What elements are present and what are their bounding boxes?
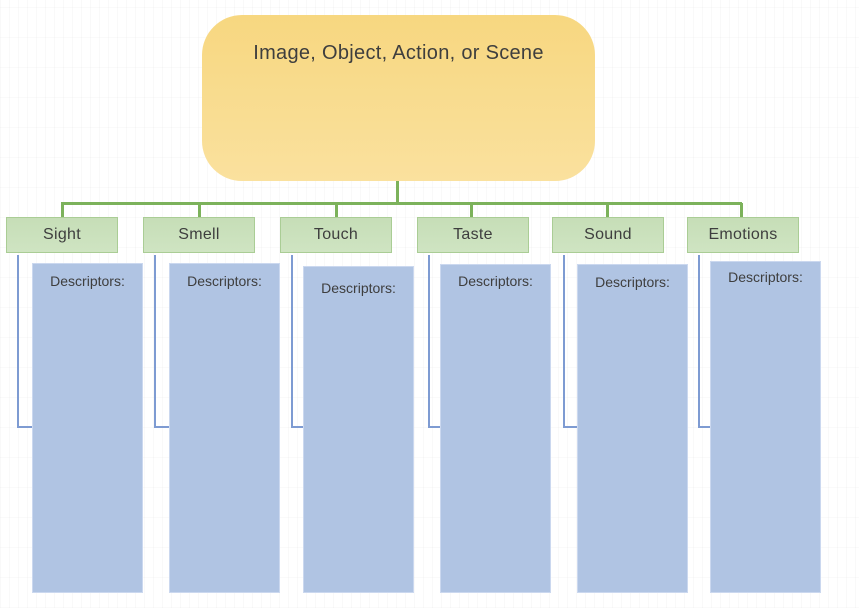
connector-rail-line [61, 202, 742, 205]
category-label-taste: Taste [453, 226, 493, 243]
category-box-sight: Sight [6, 217, 118, 253]
root-topic-label: Image, Object, Action, or Scene [253, 42, 544, 64]
descriptor-heading-sound: Descriptors: [595, 274, 670, 290]
category-label-smell: Smell [178, 226, 220, 243]
connector-drop-taste [470, 203, 473, 218]
descriptor-heading-touch: Descriptors: [321, 280, 396, 296]
descriptor-box-taste[interactable]: Descriptors: [440, 264, 551, 593]
connector-drop-emotions [740, 203, 743, 218]
category-box-taste: Taste [417, 217, 529, 253]
descriptor-box-smell[interactable]: Descriptors: [169, 263, 280, 593]
descriptor-heading-emotions: Descriptors: [728, 269, 803, 285]
connector-drop-sound [606, 203, 609, 218]
connector-elbow-touch [291, 255, 303, 428]
descriptor-box-sound[interactable]: Descriptors: [577, 264, 688, 593]
category-box-emotions: Emotions [687, 217, 799, 253]
connector-elbow-sight [17, 255, 32, 428]
descriptor-heading-smell: Descriptors: [187, 273, 262, 289]
category-label-emotions: Emotions [708, 226, 778, 243]
descriptor-heading-taste: Descriptors: [458, 273, 533, 289]
connector-elbow-taste [428, 255, 440, 428]
connector-drop-smell [198, 203, 201, 218]
connector-elbow-smell [154, 255, 169, 428]
connector-drop-touch [335, 203, 338, 218]
connector-trunk-line [396, 181, 399, 203]
category-box-sound: Sound [552, 217, 664, 253]
root-topic-box[interactable]: Image, Object, Action, or Scene [202, 15, 595, 181]
connector-elbow-emotions [698, 255, 710, 428]
descriptor-heading-sight: Descriptors: [50, 273, 125, 289]
category-label-sound: Sound [584, 226, 632, 243]
descriptor-box-emotions[interactable]: Descriptors: [710, 261, 821, 593]
connector-drop-sight [61, 203, 64, 218]
category-box-smell: Smell [143, 217, 255, 253]
category-box-touch: Touch [280, 217, 392, 253]
descriptor-box-sight[interactable]: Descriptors: [32, 263, 143, 593]
descriptor-box-touch[interactable]: Descriptors: [303, 266, 414, 593]
category-label-touch: Touch [313, 226, 359, 243]
category-label-sight: Sight [43, 226, 81, 243]
connector-elbow-sound [563, 255, 577, 428]
